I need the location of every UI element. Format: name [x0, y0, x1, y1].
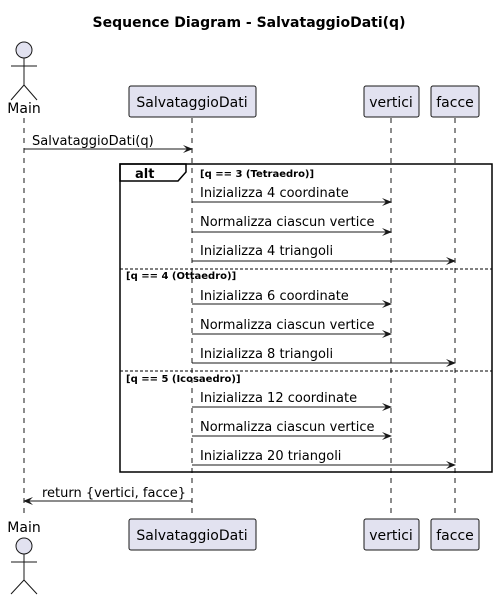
message-label: Normalizza ciascun vertice	[200, 215, 375, 230]
message: Normalizza ciascun vertice	[192, 420, 392, 440]
message-label: Normalizza ciascun vertice	[200, 318, 375, 333]
message: Normalizza ciascun vertice	[192, 215, 392, 236]
actor-main-bottom: Main	[7, 520, 41, 595]
alt-keyword: alt	[135, 167, 154, 182]
participant-label-vertici-bottom: vertici	[369, 528, 413, 544]
participant-salvataggiodati-bottom: SalvataggioDati	[128, 518, 257, 551]
message: Inizializza 4 coordinate	[192, 186, 392, 206]
message-label: Inizializza 12 coordinate	[200, 391, 357, 406]
message-label: Normalizza ciascun vertice	[200, 420, 375, 435]
message: Inizializza 6 coordinate	[192, 289, 392, 308]
message: Inizializza 8 triangoli	[192, 347, 456, 367]
actor-body-icon	[10, 554, 38, 595]
message-label: return {vertici, facce}	[42, 486, 186, 501]
lifelines	[23, 118, 456, 518]
message: Inizializza 20 triangoli	[192, 449, 456, 469]
actor-main-top: Main	[7, 41, 41, 117]
message-label: Inizializza 4 coordinate	[200, 186, 349, 201]
participant-facce-top: facce	[430, 85, 480, 118]
actor-head-icon	[15, 537, 33, 555]
messages: SalvataggioDati(q) Inizializza 4 coordin…	[23, 134, 456, 505]
message: Inizializza 4 triangoli	[192, 244, 456, 265]
alt-keyword-tab	[119, 163, 187, 182]
participant-label-salvataggiodati: SalvataggioDati	[136, 95, 247, 111]
message-label: Inizializza 4 triangoli	[200, 244, 333, 259]
participant-label-facce: facce	[436, 95, 474, 111]
participant-vertici-top: vertici	[363, 85, 420, 118]
alt-frame	[119, 163, 493, 473]
alt-guard-2: [q == 4 (Ottaedro)]	[126, 271, 236, 282]
participant-box	[363, 518, 420, 551]
message: Normalizza ciascun vertice	[192, 318, 392, 338]
message-label: Inizializza 6 coordinate	[200, 289, 349, 304]
participant-box	[128, 85, 257, 118]
participant-box	[430, 85, 480, 118]
message-label: Inizializza 8 triangoli	[200, 347, 333, 362]
participant-label-facce-bottom: facce	[436, 528, 474, 544]
participant-facce-bottom: facce	[430, 518, 480, 551]
message-label: Inizializza 20 triangoli	[200, 449, 341, 464]
actor-head-icon	[15, 41, 33, 59]
actor-body-icon	[10, 58, 38, 101]
participant-vertici-bottom: vertici	[363, 518, 420, 551]
message: SalvataggioDati(q)	[24, 134, 193, 153]
participant-label-main: Main	[7, 101, 40, 117]
message-label: SalvataggioDati(q)	[32, 134, 154, 149]
alt-guard-3: [q == 5 (Icosaedro)]	[126, 374, 241, 385]
alt-guard-1: [q == 3 (Tetraedro)]	[200, 169, 314, 180]
participant-box	[430, 518, 480, 551]
participant-label-main-bottom: Main	[7, 520, 40, 536]
message: return {vertici, facce}	[23, 486, 192, 505]
participant-box	[363, 85, 420, 118]
participant-salvataggiodati-top: SalvataggioDati	[128, 85, 257, 118]
participant-box	[128, 518, 257, 551]
alt-fragment: alt [q == 3 (Tetraedro)] [q == 4 (Ottaed…	[119, 163, 493, 473]
participant-label-vertici: vertici	[369, 95, 413, 111]
participant-label-salvataggiodati-bottom: SalvataggioDati	[136, 528, 247, 544]
diagram-title: Sequence Diagram - SalvataggioDati(q)	[93, 15, 406, 31]
message: Inizializza 12 coordinate	[192, 391, 392, 411]
